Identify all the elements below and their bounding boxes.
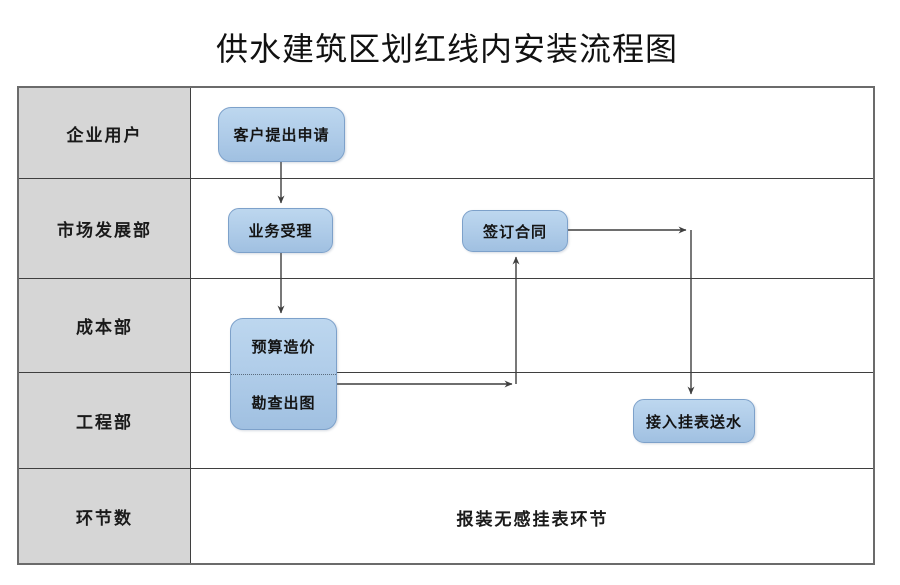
lane-cost-department: 成本部 (19, 279, 873, 373)
node-sign-contract-label: 签订合同 (482, 224, 547, 241)
node-meter-water-connection: 接入挂表送水 (633, 399, 755, 443)
lane-market-development: 市场发展部 (19, 179, 873, 279)
node-budget-survey-combo: 预算造价 勘查出图 (230, 318, 337, 430)
node-budget-estimate: 预算造价 (251, 340, 316, 356)
lane-label-market-development: 市场发展部 (19, 179, 191, 278)
swimlane-table: 企业用户 市场发展部 成本部 工程部 环节数 (17, 86, 875, 565)
footer-note: 报装无感挂表环节 (456, 509, 609, 529)
lane-engineering-department: 工程部 (19, 373, 873, 469)
lane-label-step-count: 环节数 (19, 469, 191, 563)
node-customer-application-label: 客户提出申请 (233, 128, 330, 144)
node-business-acceptance: 业务受理 (228, 208, 333, 253)
lane-step-count: 环节数 (19, 469, 873, 563)
lane-divider-dotted (231, 374, 336, 375)
node-sign-contract: 签订合同 (462, 210, 568, 252)
lane-label-enterprise-user: 企业用户 (19, 88, 191, 178)
lane-label-cost-department: 成本部 (19, 279, 191, 372)
diagram-title: 供水建筑区划红线内安装流程图 (215, 31, 678, 67)
node-survey-drawing: 勘查出图 (251, 395, 316, 412)
node-customer-application: 客户提出申请 (218, 107, 345, 162)
node-meter-water-connection-label: 接入挂表送水 (645, 414, 742, 431)
lane-enterprise-user: 企业用户 (19, 88, 873, 179)
node-business-acceptance-label: 业务受理 (248, 224, 313, 240)
lane-label-engineering-department: 工程部 (19, 373, 191, 468)
